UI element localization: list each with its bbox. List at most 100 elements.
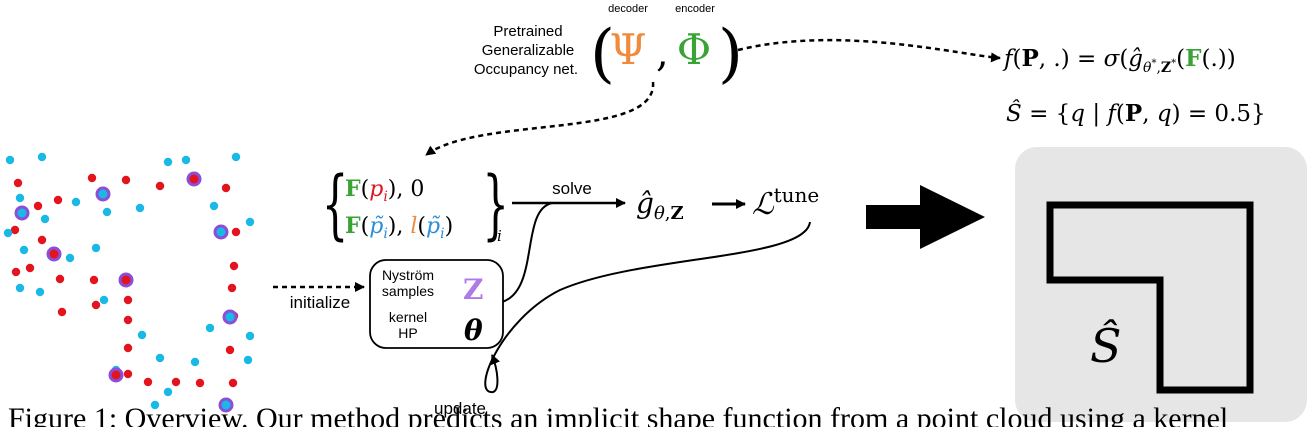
loss-tune: ℒtune bbox=[752, 183, 819, 222]
feature-set: { } F(pi), 0 F(p̃i), l(p̃i) i bbox=[322, 161, 509, 249]
point bbox=[190, 357, 200, 367]
svg-text:Pretrained: Pretrained bbox=[493, 23, 562, 40]
phi-symbol: Φ bbox=[677, 25, 711, 74]
point bbox=[15, 193, 25, 203]
update-label: update bbox=[434, 399, 486, 418]
left-paren: ( bbox=[590, 17, 615, 91]
comma-symbol: , bbox=[656, 30, 669, 76]
point bbox=[91, 243, 101, 253]
pretrained-label: Pretrained Generalizable Occupancy net. bbox=[474, 23, 578, 78]
point bbox=[25, 263, 35, 273]
point bbox=[13, 178, 23, 188]
point bbox=[225, 345, 235, 355]
point bbox=[171, 377, 181, 387]
initialize-label: initialize bbox=[290, 293, 350, 312]
nystrom-label-2: samples bbox=[382, 283, 434, 299]
point bbox=[123, 343, 133, 353]
parameter-box bbox=[369, 259, 504, 349]
point bbox=[123, 369, 133, 379]
point bbox=[222, 309, 238, 325]
reconstructed-shape bbox=[1046, 201, 1254, 394]
kernel-label-2: HP bbox=[398, 325, 417, 341]
point bbox=[14, 205, 30, 221]
point bbox=[163, 387, 173, 397]
point bbox=[10, 225, 20, 235]
point bbox=[87, 173, 97, 183]
point bbox=[91, 300, 101, 310]
theta-symbol: θ bbox=[464, 314, 483, 347]
point bbox=[135, 203, 145, 213]
point bbox=[245, 331, 255, 341]
point bbox=[89, 275, 99, 285]
point bbox=[155, 353, 165, 363]
update-curve bbox=[484, 221, 811, 394]
point bbox=[11, 267, 21, 277]
point bbox=[102, 207, 112, 217]
kernel-label-1: kernel bbox=[389, 309, 427, 325]
point bbox=[231, 152, 241, 162]
point bbox=[71, 197, 81, 207]
right-paren: ) bbox=[718, 17, 743, 91]
z-symbol: Z bbox=[463, 273, 483, 306]
point bbox=[123, 295, 133, 305]
point bbox=[209, 201, 219, 211]
point bbox=[3, 228, 13, 238]
figure-caption: Figure 1: Overview. Our method predicts … bbox=[8, 404, 1229, 427]
point bbox=[137, 330, 147, 340]
point bbox=[205, 323, 215, 333]
g-hat: ĝθ,Z bbox=[636, 187, 684, 224]
point bbox=[19, 245, 29, 255]
encoder-label: encoder bbox=[675, 3, 715, 15]
point bbox=[40, 214, 50, 224]
point bbox=[218, 397, 234, 413]
point bbox=[228, 378, 238, 388]
point bbox=[37, 152, 47, 162]
svg-text:F(pi), 0: F(pi), 0 bbox=[345, 176, 424, 205]
point bbox=[195, 378, 205, 388]
point bbox=[123, 315, 133, 325]
svg-text:Generalizable: Generalizable bbox=[482, 42, 575, 59]
point bbox=[35, 287, 45, 297]
svg-text:Occupancy net.: Occupancy net. bbox=[474, 61, 578, 78]
nystrom-label-1: Nyström bbox=[382, 267, 434, 283]
point bbox=[181, 155, 191, 165]
point bbox=[155, 181, 165, 191]
point bbox=[99, 295, 109, 305]
point bbox=[150, 400, 160, 410]
point bbox=[37, 235, 47, 245]
svg-text:}: } bbox=[482, 161, 509, 249]
point bbox=[118, 272, 134, 288]
point bbox=[121, 175, 131, 185]
point bbox=[227, 283, 237, 293]
point bbox=[231, 227, 241, 237]
point bbox=[108, 367, 124, 383]
point bbox=[15, 283, 25, 293]
point-cloud bbox=[3, 152, 255, 413]
s-hat-label: Ŝ bbox=[1090, 318, 1122, 373]
point bbox=[5, 155, 15, 165]
solve-label: solve bbox=[552, 179, 592, 198]
point bbox=[243, 355, 253, 365]
f-definition: f(P, .) = σ(ĝθ*,Z*(F(.)) bbox=[1002, 45, 1236, 76]
big-output-arrow bbox=[866, 185, 985, 249]
point bbox=[55, 274, 65, 284]
s-definition: Ŝ = {q | f(P, q) = 0.5} bbox=[1006, 100, 1266, 127]
svg-text:F(p̃i), l(p̃i): F(p̃i), l(p̃i) bbox=[345, 213, 453, 242]
point bbox=[46, 246, 62, 262]
point bbox=[163, 157, 173, 167]
point bbox=[57, 307, 67, 317]
point bbox=[33, 201, 43, 211]
point bbox=[229, 261, 239, 271]
point bbox=[186, 171, 202, 187]
point bbox=[213, 224, 229, 240]
dashed-arrow-to-f bbox=[737, 38, 1001, 63]
point bbox=[53, 195, 63, 205]
point bbox=[143, 377, 153, 387]
decoder-label: decoder bbox=[608, 3, 648, 15]
box-to-solve-curve bbox=[501, 202, 553, 303]
point bbox=[245, 217, 255, 227]
psi-symbol: Ψ bbox=[610, 25, 647, 74]
point bbox=[95, 186, 111, 202]
point bbox=[65, 253, 75, 263]
